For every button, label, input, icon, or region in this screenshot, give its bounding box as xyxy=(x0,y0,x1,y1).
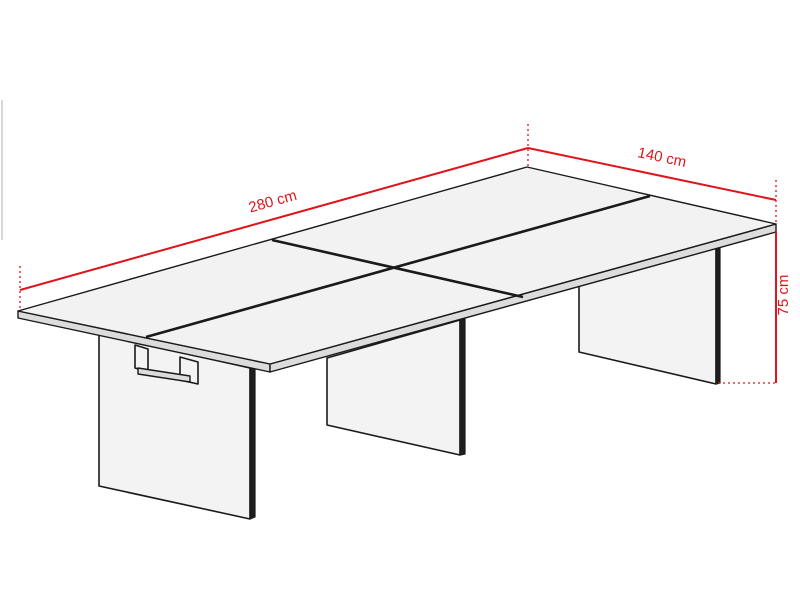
support-bracket xyxy=(134,344,199,385)
seam-longitudinal xyxy=(145,194,651,339)
leg-middle xyxy=(326,318,466,456)
seam-transverse xyxy=(271,238,524,299)
dimension-label-depth: 140 cm xyxy=(636,144,688,171)
dimension-label-height: 75 cm xyxy=(775,275,792,316)
dimension-depth xyxy=(527,124,777,222)
dimension-height xyxy=(718,232,777,384)
dimension-length xyxy=(19,147,529,310)
dimension-label-length: 280 cm xyxy=(247,187,299,217)
